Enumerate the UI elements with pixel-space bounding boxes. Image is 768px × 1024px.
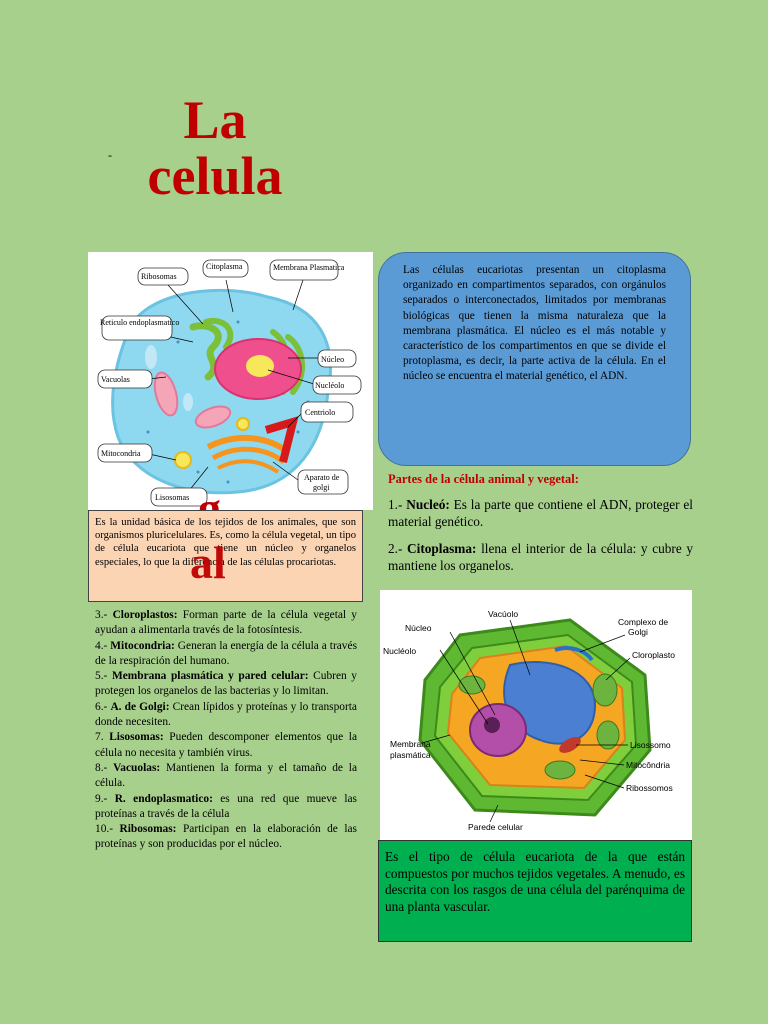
- plant-cell-diagram: Vacúolo Complexo de Golgi Núcleo Nucléol…: [380, 590, 692, 840]
- list-desc: Participan en la elaboración de las prot…: [95, 823, 357, 851]
- list-desc: Cubren y protegen los organelos de las b…: [95, 670, 357, 698]
- list-name: Cloroplastos:: [112, 609, 178, 621]
- title-line-2: celula: [147, 146, 283, 206]
- part-name: Nucleó:: [406, 497, 450, 512]
- plant-cell-illustration: Vacúolo Complexo de Golgi Núcleo Nucléol…: [383, 609, 675, 832]
- label-parede: Parede celular: [468, 822, 523, 832]
- list-number: 8.-: [95, 761, 114, 774]
- label-ribosomas: Ribosomas: [141, 272, 177, 281]
- part-desc: llena el interior de la célula: y cubre …: [388, 541, 693, 573]
- list-desc: Generan la energía de la célula a través…: [95, 639, 357, 667]
- label-membrana-plant-1: Membrana: [390, 739, 431, 749]
- stray-dash: -: [108, 148, 112, 162]
- label-lisosomas: Lisosomas: [155, 493, 189, 502]
- page-title: La celula: [120, 92, 310, 204]
- plant-cell-description-text: Es el tipo de célula eucariota de la que…: [385, 849, 685, 914]
- label-ribossomos: Ribossomos: [626, 783, 673, 793]
- eukaryote-info-text: Las células eucariotas presentan un cito…: [403, 264, 666, 383]
- list-number: 9.-: [95, 792, 115, 805]
- label-citoplasma: Citoplasma: [206, 262, 243, 271]
- list-item: 8.- Vacuolas: Mantienen la forma y el ta…: [95, 761, 357, 792]
- list-name: A. de Golgi:: [110, 700, 170, 713]
- list-number: 5.-: [95, 670, 112, 683]
- list-name: Vacuolas:: [113, 761, 161, 774]
- label-nucleolo-plant: Nucléolo: [383, 646, 416, 656]
- list-number: 6.-: [95, 700, 111, 713]
- title-line-1: La: [183, 90, 247, 150]
- part-item-1: 1.- Nucleó: Es la parte que contiene el …: [388, 496, 693, 530]
- list-desc: Crean lípidos y proteínas y lo transport…: [95, 700, 357, 729]
- label-reticulo: Reticulo endoplasmatico: [100, 318, 179, 327]
- part-number: 2.-: [388, 541, 408, 556]
- list-number: 4.-: [95, 639, 111, 652]
- part-item-2: 2.- Citoplasma: llena el interior de la …: [388, 540, 693, 574]
- animal-cell-diagram: Ribosomas Citoplasma Membrana Plasmatica…: [88, 252, 373, 510]
- label-nucleo-plant: Núcleo: [405, 623, 432, 633]
- label-mitocondria-plant: Mitocôndria: [626, 760, 670, 770]
- label-complexo-1: Complexo de: [618, 617, 668, 627]
- list-name: R. endoplasmatico:: [114, 792, 213, 805]
- organelle-list: 3.- Cloroplastos: Forman parte de la cél…: [95, 608, 357, 853]
- plant-cell-description: Es el tipo de célula eucariota de la que…: [378, 840, 692, 942]
- label-vacuolas: Vacuolas: [101, 375, 130, 384]
- eukaryote-info-box: Las células eucariotas presentan un cito…: [378, 252, 691, 466]
- title-fragment-al: al: [190, 537, 226, 588]
- part-number: 1.-: [388, 497, 407, 512]
- list-desc: Pueden descomponer elementos que la célu…: [95, 731, 357, 759]
- list-desc: Forman parte de la célula vegetal y ayud…: [95, 609, 357, 637]
- label-nucleolo: Nucléolo: [315, 381, 344, 390]
- label-nucleo: Núcleo: [321, 355, 344, 364]
- label-membrana: Membrana Plasmatica: [273, 263, 345, 272]
- list-desc: Mantienen la forma y el tamaño de la cél…: [95, 761, 357, 790]
- label-lisossomo: Lisossomo: [630, 740, 671, 750]
- label-complexo-2: Golgi: [628, 627, 648, 637]
- list-name: Mitocondria:: [110, 639, 175, 652]
- animal-cell-illustration: Ribosomas Citoplasma Membrana Plasmatica…: [97, 259, 362, 507]
- list-item: 6.- A. de Golgi: Crean lípidos y proteín…: [95, 700, 357, 731]
- list-item: 3.- Cloroplastos: Forman parte de la cél…: [95, 608, 357, 639]
- animal-cell-description: Es la unidad básica de los tejidos de lo…: [88, 510, 363, 602]
- list-item: 9.- R. endoplasmatico: es una red que mu…: [95, 792, 357, 823]
- list-name: Lisosomas:: [109, 731, 164, 744]
- list-item: 5.- Membrana plasmática y pared celular:…: [95, 669, 357, 700]
- label-centriolo: Centriolo: [305, 408, 335, 417]
- list-number: 10.-: [95, 823, 120, 836]
- label-cloroplasto: Cloroplasto: [632, 650, 675, 660]
- parts-heading: Partes de la célula animal y vegetal:: [388, 472, 579, 486]
- label-aparato-1: Aparato de: [304, 473, 340, 482]
- list-number: 7.: [95, 731, 110, 744]
- list-number: 3.-: [95, 609, 113, 621]
- animal-cell-description-text: Es la unidad básica de los tejidos de lo…: [95, 517, 356, 568]
- label-mitocondria: Mitocondria: [101, 449, 141, 458]
- part-desc: Es la parte que contiene el ADN, protege…: [388, 497, 693, 529]
- list-name: Membrana plasmática y pared celular:: [111, 670, 309, 683]
- label-aparato-2: golgi: [313, 483, 330, 492]
- list-name: Ribosomas:: [119, 823, 177, 836]
- list-item: 7. Lisosomas: Pueden descomponer element…: [95, 730, 357, 761]
- list-desc: es una red que mueve las proteínas a tra…: [95, 792, 357, 820]
- part-name: Citoplasma:: [407, 541, 477, 556]
- label-membrana-plant-2: plasmática: [390, 750, 431, 760]
- list-item: 10.- Ribosomas: Participan en la elabora…: [95, 822, 357, 853]
- list-item: 4.- Mitocondria: Generan la energía de l…: [95, 639, 357, 670]
- label-vacuolo: Vacúolo: [488, 609, 518, 619]
